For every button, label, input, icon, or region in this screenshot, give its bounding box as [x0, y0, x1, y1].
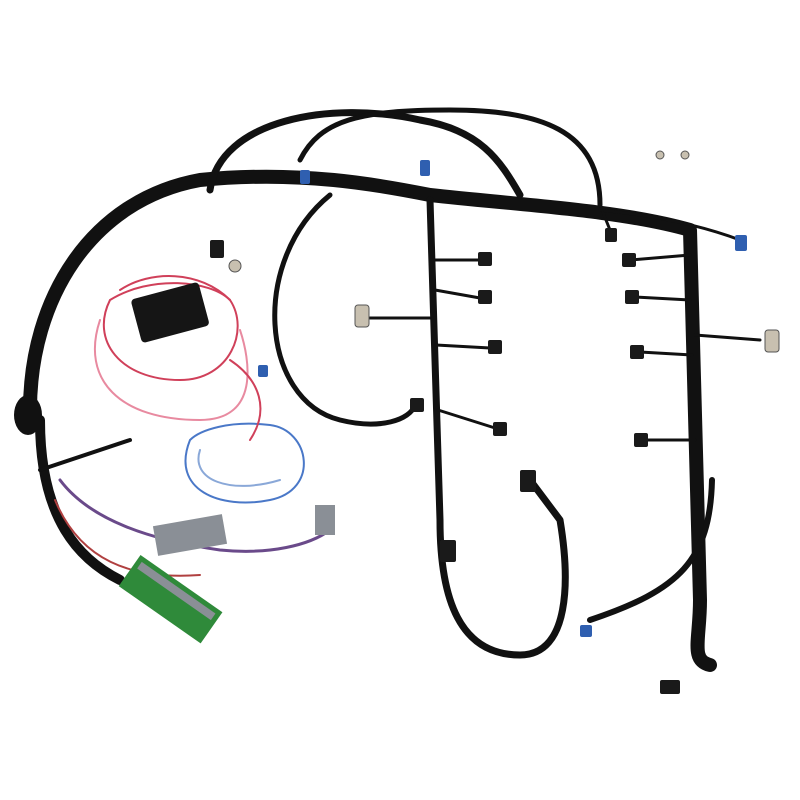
top-loop-cable: [206, 109, 524, 199]
right-drop-cable: [587, 477, 715, 623]
red-wire-bundle: [102, 282, 239, 381]
top-loop-cable-2: [297, 107, 603, 208]
grommet: [14, 395, 42, 435]
main-harness-trunk: [23, 169, 717, 672]
relay-box: [131, 282, 209, 343]
sensor-connectors: [210, 228, 680, 694]
blue-wire-bundle: [184, 422, 305, 504]
gray-connector: [315, 505, 335, 535]
left-loop-cable: [35, 415, 125, 585]
center-drop-cable: [426, 196, 569, 659]
injector-connectors: [228, 150, 780, 353]
blue-connectors: [258, 160, 747, 637]
ecu-connector-gray: [152, 514, 228, 556]
inner-loop-cable: [272, 192, 418, 427]
ecu-connector-green: [118, 554, 223, 644]
